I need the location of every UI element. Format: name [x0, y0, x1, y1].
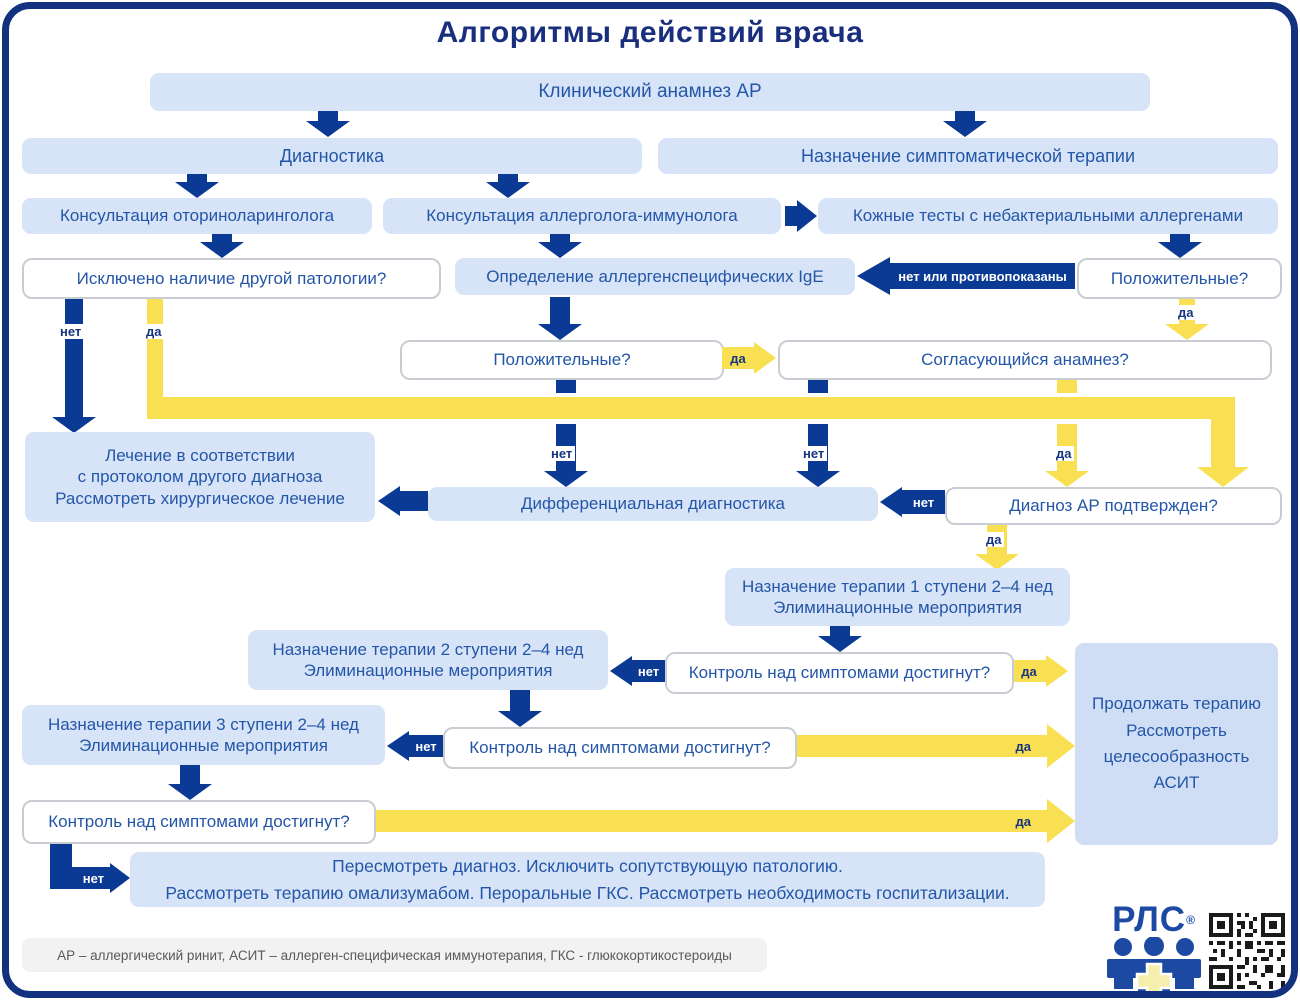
arrow-polozh-ige-yes: да [722, 347, 754, 369]
box-polozhitelnye-ige: Положительные? [400, 340, 724, 380]
arrow-diagnostika-to-allerg [498, 174, 518, 182]
arrowhead-kontrol2-yes [1047, 724, 1075, 768]
text-line: Пересмотреть диагноз. Исключить сопутств… [332, 856, 843, 877]
box-konsult-allerg: Консультация аллерголога-иммунолога [383, 198, 781, 234]
rls-logo-text: РЛС® [1102, 900, 1206, 939]
qr-code [1208, 912, 1286, 990]
arrow-terapiya3-to-kontrol3 [180, 765, 200, 784]
arrowhead-allerg-to-testy [797, 200, 817, 232]
label-yes: да [143, 324, 165, 339]
arrowhead-kontrol3-no [110, 863, 130, 893]
arrow-kontrol1-no: нет [632, 660, 665, 682]
arrow-terapiya1-to-kontrol1 [830, 626, 850, 636]
abbreviations-note: АР – аллергический ринит, АСИТ – аллерге… [22, 938, 767, 972]
box-kozhnye-testy: Кожные тесты с небактериальными аллерген… [818, 198, 1278, 234]
connector-soglas-yes-upper [1057, 376, 1077, 393]
registered-mark: ® [1186, 913, 1196, 927]
box-terapiya-2: Назначение терапии 2 ступени 2–4 нед Эли… [248, 630, 608, 690]
arrow-diff-to-lechenie [400, 491, 428, 511]
arrow-allerg-to-testy [785, 206, 797, 226]
text-line: Рассмотреть хирургическое лечение [55, 488, 345, 508]
box-kontrol-1: Контроль над симптомами достигнут? [665, 652, 1014, 694]
box-terapiya-3: Назначение терапии 3 ступени 2–4 нед Эли… [22, 705, 385, 765]
page-title: Алгоритмы действий врача [436, 16, 864, 49]
label-yes: да [1015, 738, 1031, 754]
label-yes: да [1175, 305, 1197, 320]
text-line: Элиминационные мероприятия [773, 598, 1022, 617]
label-yes: да [1021, 663, 1037, 679]
text-line: Элиминационные мероприятия [303, 661, 553, 680]
label-no: нет [82, 870, 104, 886]
arrow-terapiya2-to-kontrol2 [510, 690, 530, 711]
box-terapiya-1: Назначение терапии 1 ступени 2–4 нед Эли… [725, 568, 1070, 626]
text-line: Рассмотреть терапию омализумабом. Перора… [165, 882, 1010, 903]
text-line: с протоколом другого диагноза [77, 467, 323, 487]
arrow-kontrol3-yes: да [374, 810, 1047, 832]
text-line: Лечение в соответствии [105, 446, 295, 466]
connector-soglas-no-upper [808, 376, 828, 393]
box-isklyucheno: Исключено наличие другой патологии? [22, 258, 441, 299]
label-yes: да [1015, 813, 1031, 829]
rls-people-icon [1107, 936, 1201, 996]
arrow-kontrol1-yes: да [1012, 660, 1046, 682]
arrow-kontrol2-yes: да [795, 735, 1047, 757]
arrow-diagnostika-to-oto [187, 174, 207, 182]
text-line: Рассмотреть [1126, 720, 1227, 740]
label-yes: да [983, 532, 1005, 547]
box-diff-diagnostika: Дифференциальная диагностика [428, 487, 878, 521]
connector-band-down [1211, 397, 1235, 467]
connector-yellow-band [147, 397, 1235, 419]
arrow-no-or-contra: нет или противопоказаны [890, 263, 1075, 289]
box-konsult-oto: Консультация оториноларинголога [22, 198, 372, 234]
box-soglas-anamnez: Согласующийся анамнез? [778, 340, 1272, 380]
label-no: нет [57, 324, 85, 339]
box-kontrol-2: Контроль над симптомами достигнут? [443, 727, 797, 769]
text-line: АСИТ [1153, 773, 1200, 793]
box-polozhitelnye-skin: Положительные? [1077, 258, 1282, 299]
text-line: Элиминационные мероприятия [79, 736, 328, 755]
box-peresmotret: Пересмотреть диагноз. Исключить сопутств… [130, 852, 1045, 907]
arrow-allerg-to-ige [550, 234, 570, 242]
text-line: Назначение терапии 1 ступени 2–4 нед [742, 576, 1053, 596]
arrow-diagnoz-no: нет [902, 490, 945, 514]
label-no: нет [548, 446, 576, 461]
arrow-isklyucheno-no [65, 295, 83, 417]
arrow-anamnez-to-diagnostika [318, 111, 338, 121]
label-no: нет [912, 494, 935, 510]
arrowhead-kontrol3-yes [1047, 799, 1075, 843]
arrow-kontrol3-no: нет [50, 867, 110, 889]
box-simptom-terapiya: Назначение симптоматической терапии [658, 138, 1278, 174]
arrowhead-band-to-diagnoz [1197, 467, 1249, 487]
box-lechenie: Лечение в соответствии с протоколом друг… [25, 432, 375, 522]
label-no: нет [415, 738, 437, 754]
connector-isklyucheno-yes [147, 295, 163, 397]
text-line: Продолжать терапию [1092, 694, 1261, 714]
connector-polozh-no-upper [556, 376, 576, 393]
text-line: целесообразность [1103, 747, 1250, 766]
arrow-anamnez-to-simptom [955, 111, 975, 121]
arrow-testy-to-polozh [1170, 234, 1190, 242]
label-yes: да [730, 350, 746, 366]
box-prodolzhat: Продолжать терапию Рассмотреть целесообр… [1075, 643, 1278, 845]
box-diagnostika: Диагностика [22, 138, 642, 174]
arrow-kontrol2-no: нет [409, 735, 443, 757]
label-no: нет [637, 663, 660, 679]
rls-logo-name: РЛС [1112, 900, 1187, 939]
box-clinical-anamnez: Клинический анамнез АР [150, 73, 1150, 111]
text-line: Назначение терапии 2 ступени 2–4 нед [272, 639, 584, 659]
text-line: Назначение терапии 3 ступени 2–4 нед [48, 714, 359, 734]
label-no-or-contra: нет или противопоказаны [898, 268, 1067, 284]
box-diagnoz-ar: Диагноз АР подтвержден? [945, 487, 1282, 525]
rls-logo: РЛС® [1102, 900, 1206, 1000]
label-no: нет [800, 446, 828, 461]
box-kontrol-3: Контроль над симптомами достигнут? [22, 800, 376, 844]
arrow-ige-to-polozh [550, 297, 570, 324]
label-yes: да [1053, 446, 1075, 461]
box-opredelenie-ige: Определение аллергенспецифических IgE [455, 258, 855, 295]
arrow-oto-to-isklyucheno [212, 234, 232, 242]
